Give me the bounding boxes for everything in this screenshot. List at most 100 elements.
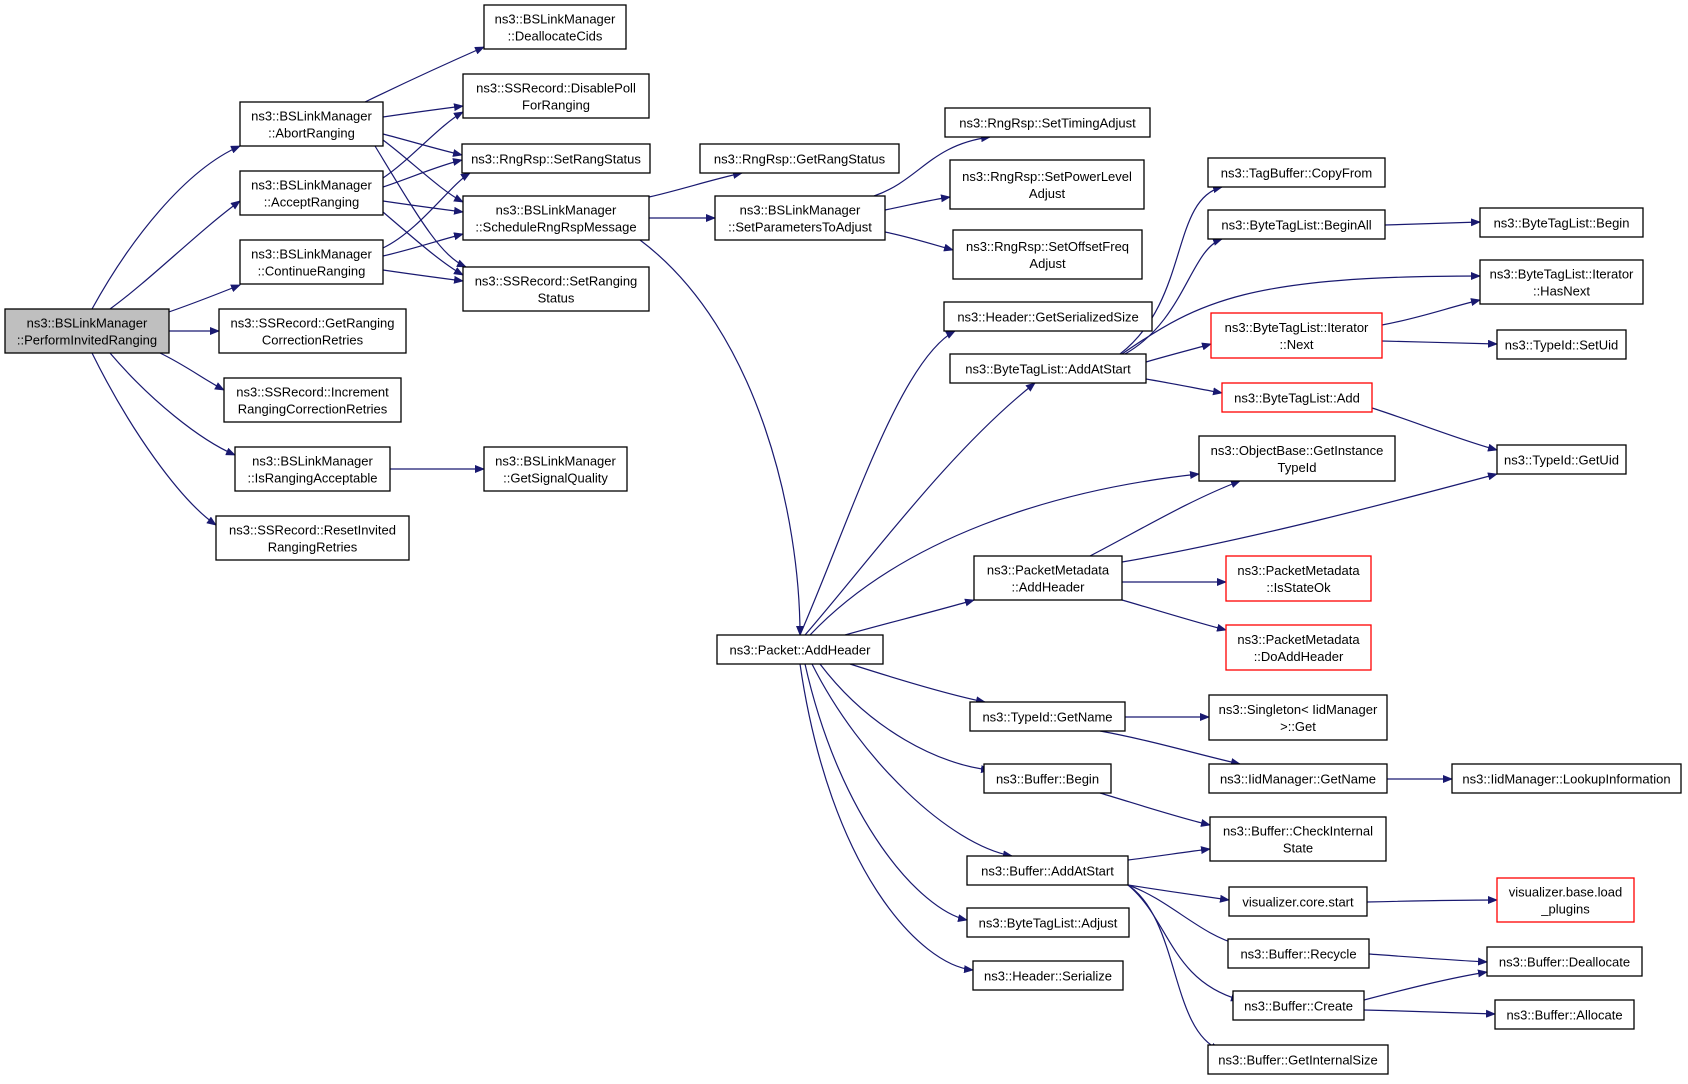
node-label-line: ns3::Buffer::CheckInternal: [1223, 824, 1373, 839]
node-schedule_rng_rsp_message[interactable]: ns3::BSLinkManager::ScheduleRngRspMessag…: [462, 195, 650, 241]
node-box: [1207, 209, 1386, 240]
edge-packet_add_header-to-bytetaglist_add_at_start: [804, 382, 1036, 636]
node-label-line: ns3::BSLinkManager: [495, 12, 616, 27]
node-is_ranging_acceptable[interactable]: ns3::BSLinkManager::IsRangingAcceptable: [234, 446, 391, 492]
node-box: [462, 73, 650, 119]
edge-abort_ranging-to-schedule_rng_rsp_message: [382, 139, 464, 203]
node-header_serialize[interactable]: ns3::Header::Serialize: [972, 960, 1124, 991]
node-typeid_set_uid[interactable]: ns3::TypeId::SetUid: [1496, 329, 1627, 360]
node-bytetaglist_iterator_has_next[interactable]: ns3::ByteTagList::Iterator::HasNext: [1479, 259, 1644, 305]
node-abort_ranging[interactable]: ns3::BSLinkManager::AbortRanging: [239, 101, 384, 147]
node-packet_metadata_do_add_header[interactable]: ns3::PacketMetadata::DoAddHeader: [1225, 624, 1372, 671]
node-rngrsp_get_rang_status[interactable]: ns3::RngRsp::GetRangStatus: [699, 143, 900, 174]
node-typeid_get_uid[interactable]: ns3::TypeId::GetUid: [1496, 444, 1627, 475]
node-get_signal_quality[interactable]: ns3::BSLinkManager::GetSignalQuality: [483, 446, 628, 492]
node-label-line: ::HasNext: [1533, 284, 1590, 299]
node-set_parameters_to_adjust[interactable]: ns3::BSLinkManager::SetParametersToAdjus…: [714, 195, 886, 241]
node-box: [1208, 763, 1388, 794]
edge-bytetaglist_add_at_start-to-bytetaglist_begin_all: [1124, 238, 1223, 355]
edge-perform_invited_ranging-to-is_ranging_acceptable: [109, 352, 236, 456]
node-bytetaglist_iterator_next[interactable]: ns3::ByteTagList::Iterator::Next: [1210, 312, 1383, 359]
node-box: [969, 701, 1126, 732]
node-label-line: ns3::PacketMetadata: [1237, 563, 1360, 578]
node-box: [218, 308, 407, 354]
node-singleton_iidmanager_get[interactable]: ns3::Singleton< IidManager>::Get: [1208, 694, 1388, 741]
node-iidmanager_lookup_information[interactable]: ns3::IidManager::LookupInformation: [1451, 763, 1682, 794]
node-label-line: ::AcceptRanging: [264, 195, 359, 210]
node-perform_invited_ranging[interactable]: ns3::BSLinkManager::PerformInvitedRangin…: [4, 308, 170, 354]
node-label-line: ns3::TypeId::SetUid: [1505, 338, 1618, 353]
node-buffer_recycle[interactable]: ns3::Buffer::Recycle: [1227, 938, 1370, 969]
node-box: [949, 159, 1145, 210]
node-box: [1208, 694, 1388, 741]
node-bytetaglist_begin[interactable]: ns3::ByteTagList::Begin: [1479, 207, 1644, 238]
node-tagbuffer_copy_from[interactable]: ns3::TagBuffer::CopyFrom: [1207, 157, 1386, 188]
edge-schedule_rng_rsp_message-to-rngrsp_get_rang_status: [648, 171, 743, 198]
node-typeid_get_name[interactable]: ns3::TypeId::GetName: [969, 701, 1126, 732]
node-box: [714, 195, 886, 241]
node-label-line: ns3::BSLinkManager: [495, 454, 616, 469]
node-box: [949, 353, 1147, 384]
node-label-line: ::ScheduleRngRspMessage: [475, 220, 636, 235]
node-bytetaglist_add_at_start[interactable]: ns3::ByteTagList::AddAtStart: [949, 353, 1147, 384]
edge-buffer_add_at_start-to-buffer_get_internal_size: [1127, 884, 1221, 1051]
node-visualizer_base_load_plugins[interactable]: visualizer.base.load_plugins: [1496, 877, 1635, 923]
node-label-line: Adjust: [1029, 256, 1066, 271]
node-box: [1228, 886, 1368, 917]
node-bytetaglist_add[interactable]: ns3::ByteTagList::Add: [1221, 382, 1373, 413]
edge-bytetaglist_iterator_next-to-bytetaglist_iterator_has_next: [1381, 298, 1481, 326]
node-buffer_get_internal_size[interactable]: ns3::Buffer::GetInternalSize: [1207, 1044, 1389, 1075]
node-increment_ranging_correction_retries[interactable]: ns3::SSRecord::IncrementRangingCorrectio…: [223, 377, 402, 423]
node-label-line: ns3::ByteTagList::Iterator: [1225, 320, 1369, 335]
node-get_ranging_correction_retries[interactable]: ns3::SSRecord::GetRangingCorrectionRetri…: [218, 308, 407, 354]
node-label-line: ns3::Buffer::Recycle: [1240, 947, 1356, 962]
node-packet_add_header[interactable]: ns3::Packet::AddHeader: [716, 634, 884, 665]
edge-perform_invited_ranging-to-accept_ranging: [109, 200, 241, 310]
node-label-line: ns3::BSLinkManager: [251, 178, 372, 193]
edge-continue_ranging-to-rngrsp_set_rang_status: [382, 172, 471, 249]
node-label-line: ns3::RngRsp::SetTimingAdjust: [959, 116, 1136, 131]
node-bytetaglist_adjust[interactable]: ns3::ByteTagList::Adjust: [966, 907, 1130, 938]
edge-set_parameters_to_adjust-to-set_offset_freq_adjust: [884, 231, 954, 252]
node-label-line: ns3::ByteTagList::BeginAll: [1221, 218, 1371, 233]
node-label-line: ns3::Header::Serialize: [984, 969, 1112, 984]
node-buffer_deallocate[interactable]: ns3::Buffer::Deallocate: [1486, 946, 1643, 977]
node-label-line: ::ContinueRanging: [258, 264, 366, 279]
node-packet_metadata_add_header[interactable]: ns3::PacketMetadata::AddHeader: [973, 555, 1123, 601]
node-label-line: ns3::BSLinkManager: [27, 316, 148, 331]
node-rngrsp_set_rang_status[interactable]: ns3::RngRsp::SetRangStatus: [461, 143, 651, 174]
node-box: [1496, 444, 1627, 475]
node-label-line: ::DoAddHeader: [1254, 649, 1344, 664]
node-continue_ranging[interactable]: ns3::BSLinkManager::ContinueRanging: [239, 239, 384, 285]
edge-continue_ranging-to-schedule_rng_rsp_message: [382, 232, 464, 257]
node-buffer_begin[interactable]: ns3::Buffer::Begin: [983, 763, 1112, 794]
node-visualizer_core_start[interactable]: visualizer.core.start: [1228, 886, 1368, 917]
node-bytetaglist_begin_all[interactable]: ns3::ByteTagList::BeginAll: [1207, 209, 1386, 240]
node-set_timing_adjust[interactable]: ns3::RngRsp::SetTimingAdjust: [944, 107, 1151, 138]
node-header_get_serialized_size[interactable]: ns3::Header::GetSerializedSize: [943, 301, 1153, 332]
edge-set_parameters_to_adjust-to-set_timing_adjust: [873, 134, 991, 197]
node-box: [1494, 999, 1635, 1030]
node-buffer_allocate[interactable]: ns3::Buffer::Allocate: [1494, 999, 1635, 1030]
edge-bytetaglist_begin_all-to-bytetaglist_begin: [1384, 218, 1481, 227]
node-iidmanager_get_name[interactable]: ns3::IidManager::GetName: [1208, 763, 1388, 794]
node-buffer_add_at_start[interactable]: ns3::Buffer::AddAtStart: [966, 855, 1129, 886]
node-label-line: CorrectionRetries: [262, 333, 364, 348]
node-accept_ranging[interactable]: ns3::BSLinkManager::AcceptRanging: [239, 170, 384, 216]
node-reset_invited_ranging_retries[interactable]: ns3::SSRecord::ResetInvitedRangingRetrie…: [215, 515, 410, 561]
node-label-line: ns3::SSRecord::DisablePoll: [476, 81, 636, 96]
edge-perform_invited_ranging-to-abort_ranging: [91, 145, 241, 310]
node-label-line: ns3::BSLinkManager: [251, 247, 372, 262]
edge-packet_metadata_add_header-to-objectbase_get_instance_typeid: [1089, 480, 1241, 557]
node-buffer_create[interactable]: ns3::Buffer::Create: [1232, 990, 1365, 1021]
node-box: [1451, 763, 1682, 794]
node-packet_metadata_is_state_ok[interactable]: ns3::PacketMetadata::IsStateOk: [1225, 555, 1372, 602]
node-deallocate_cids[interactable]: ns3::BSLinkManager::DeallocateCids: [483, 4, 627, 50]
edge-packet_add_header-to-bytetaglist_adjust: [804, 663, 968, 923]
